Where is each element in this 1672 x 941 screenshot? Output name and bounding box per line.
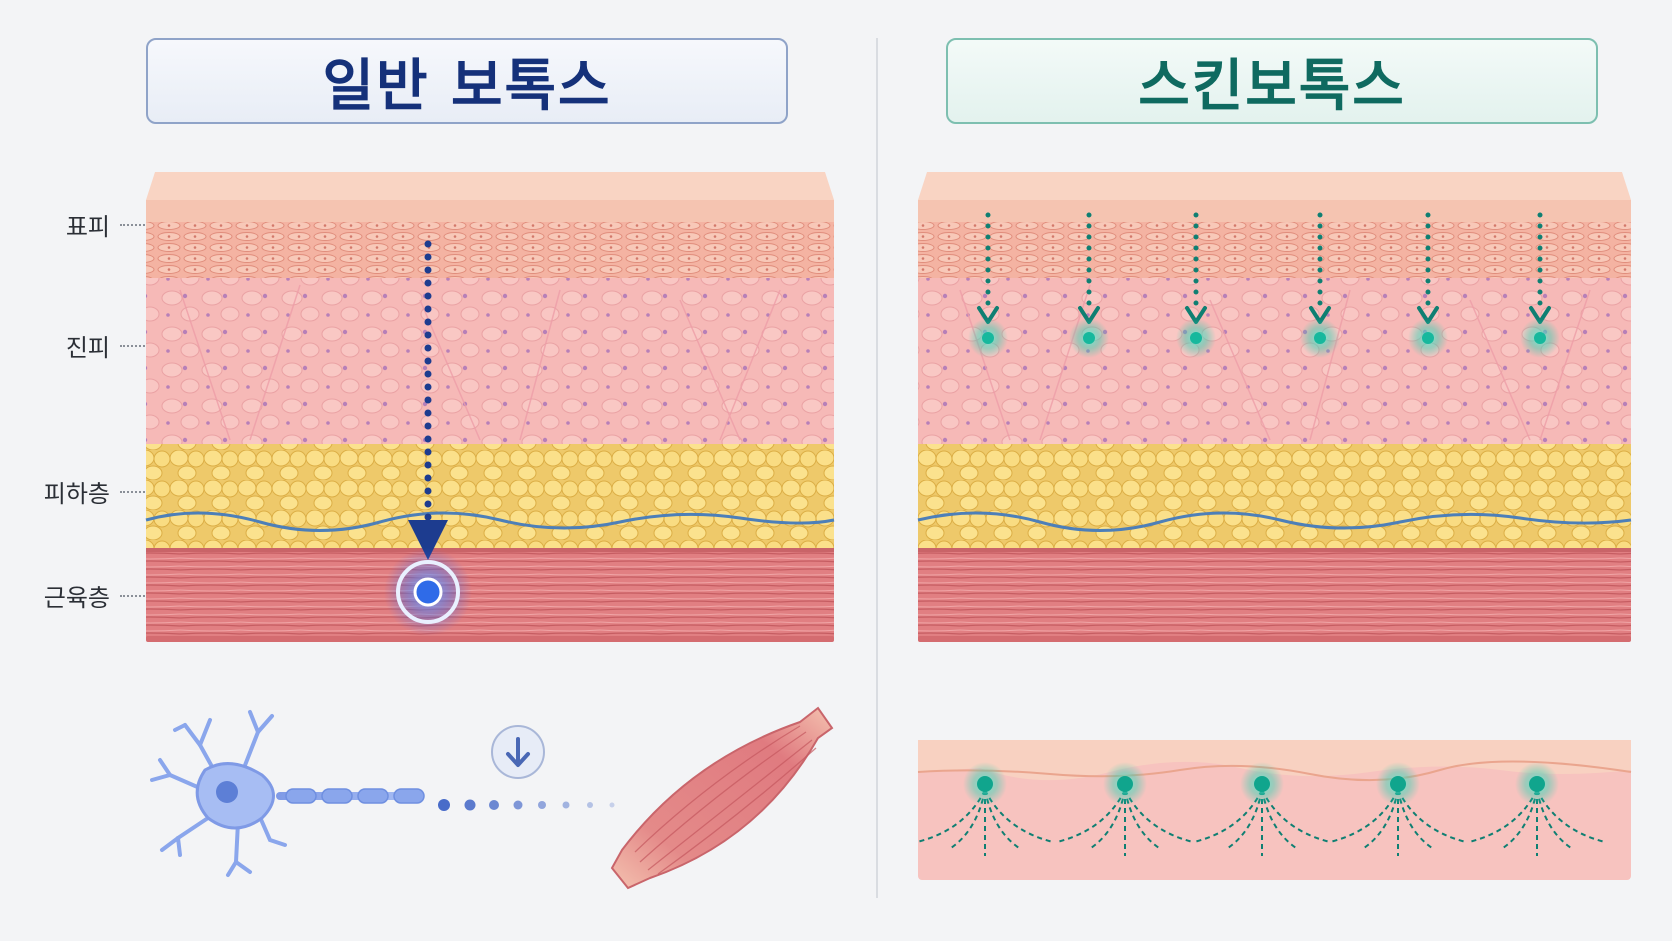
label-muscle-text: 근육층 [43,584,110,612]
shallow-injection-3 [1176,212,1216,358]
right-epidermis-surface [918,200,1631,222]
left-epidermis-cells [146,222,834,278]
right-skin-cross-section [917,172,1632,642]
left-skin-cross-section [145,172,835,642]
right-subcutaneous-fat [918,444,1631,548]
general-botox-title-text: 일반 보톡스 [322,53,612,119]
skin-botox-title-text: 스킨보톡스 [1138,53,1406,119]
spread-point-5 [1468,762,1606,856]
label-subcutaneous-text: 피하층 [43,480,110,508]
label-dermis-text: 진피 [65,334,110,362]
right-dermis [918,278,1631,444]
signal-dot-8 [609,802,615,808]
right-muscle-layer [918,548,1631,640]
panel-divider [876,38,878,898]
spread-point-3 [1193,762,1331,856]
right-injection-points [968,212,1560,358]
right-skin-top-surface [918,172,1631,200]
left-dermis [146,278,834,444]
left-subcutaneous-fat [146,444,834,548]
shallow-injection-5 [1408,212,1448,358]
spread-point-1 [916,762,1054,856]
spread-point-4 [1329,762,1467,856]
skin-botox-title: 스킨보톡스 [946,38,1598,124]
left-epidermis-surface [146,200,834,222]
signal-dot-3 [489,800,499,810]
general-botox-title: 일반 보톡스 [146,38,788,124]
label-epidermis-text: 표피 [65,213,110,241]
skin-spread-points [916,762,1606,856]
skin-surface-closeup [916,740,1632,880]
left-muscle-layer [146,548,834,640]
down-arrow-icon [491,725,545,779]
neuron-icon [150,710,425,877]
spread-point-2 [1056,762,1194,856]
shallow-injection-1 [968,212,1008,358]
right-epidermis-cells [918,222,1631,278]
left-injection-point [413,577,443,607]
signal-dot-7 [587,802,593,808]
signal-dot-1 [438,799,450,811]
signal-dot-2 [464,799,476,811]
signal-dot-5 [538,801,546,809]
nerve-signal-dots [438,799,615,811]
signal-dot-6 [562,801,570,809]
muscle-icon [610,706,834,890]
shallow-injection-4 [1300,212,1340,358]
shallow-injection-2 [1069,212,1109,358]
left-skin-top-surface [146,172,834,200]
shallow-injection-6 [1520,212,1560,358]
signal-dot-4 [513,800,523,810]
